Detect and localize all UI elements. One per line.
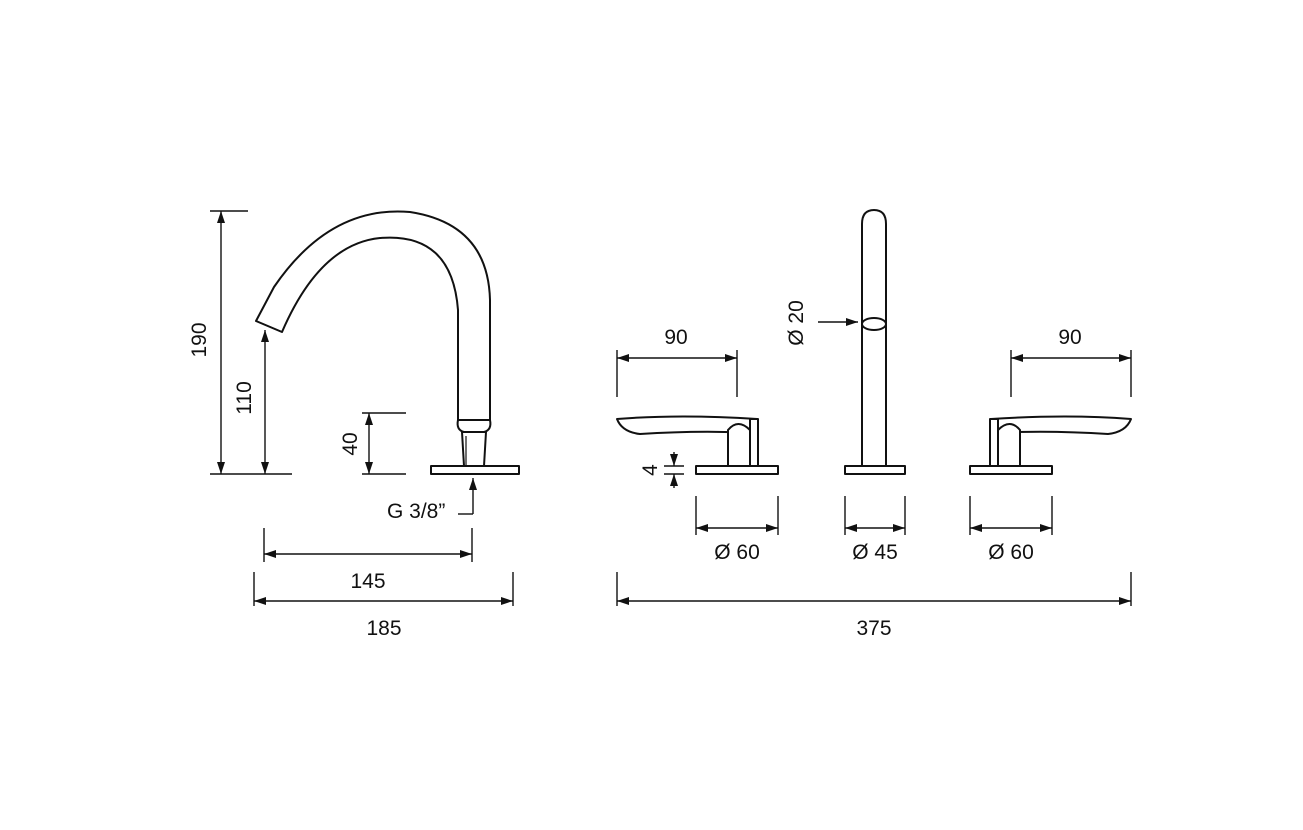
right-handle-lever: [990, 415, 1132, 435]
spout-collar: [456, 419, 492, 433]
dim-190-label: 190: [188, 322, 211, 357]
right-handle-body: [997, 423, 1021, 467]
dim-left-dia60-label: Ø 60: [714, 541, 760, 564]
front-view: 90 90 Ø 20 4 Ø 60 Ø 45 Ø 60 37: [616, 209, 1132, 640]
thread-label: G 3/8”: [387, 500, 445, 523]
dim-right-dia60-label: Ø 60: [988, 541, 1034, 564]
dim-40-label: 40: [339, 432, 362, 455]
right-handle-cap: [989, 418, 999, 467]
center-base-plate: [844, 465, 906, 475]
right-base-plate: [969, 465, 1053, 475]
dim-right-90-label: 90: [1058, 326, 1081, 349]
spout-base-plate: [430, 465, 520, 475]
left-handle-lever: [616, 415, 758, 435]
left-base-plate: [695, 465, 779, 475]
dim-110-label: 110: [233, 381, 256, 414]
spout-gooseneck: [255, 210, 491, 421]
dim-dia20-label: Ø 20: [785, 300, 808, 346]
left-handle-cap: [749, 418, 759, 467]
spout-outlet-edge: [255, 320, 283, 333]
left-handle-body: [727, 423, 751, 467]
dim-center-dia45-label: Ø 45: [852, 541, 898, 564]
side-view: 190 110 40 G 3/8” 145 185: [188, 210, 520, 640]
dim-left-90-label: 90: [664, 326, 687, 349]
dim-185-label: 185: [366, 617, 401, 640]
center-spout: [861, 209, 887, 467]
center-spout-outlet: [861, 317, 887, 331]
dim-4-label: 4: [639, 464, 662, 476]
dim-375-label: 375: [856, 617, 891, 640]
dim-145-label: 145: [350, 570, 385, 593]
